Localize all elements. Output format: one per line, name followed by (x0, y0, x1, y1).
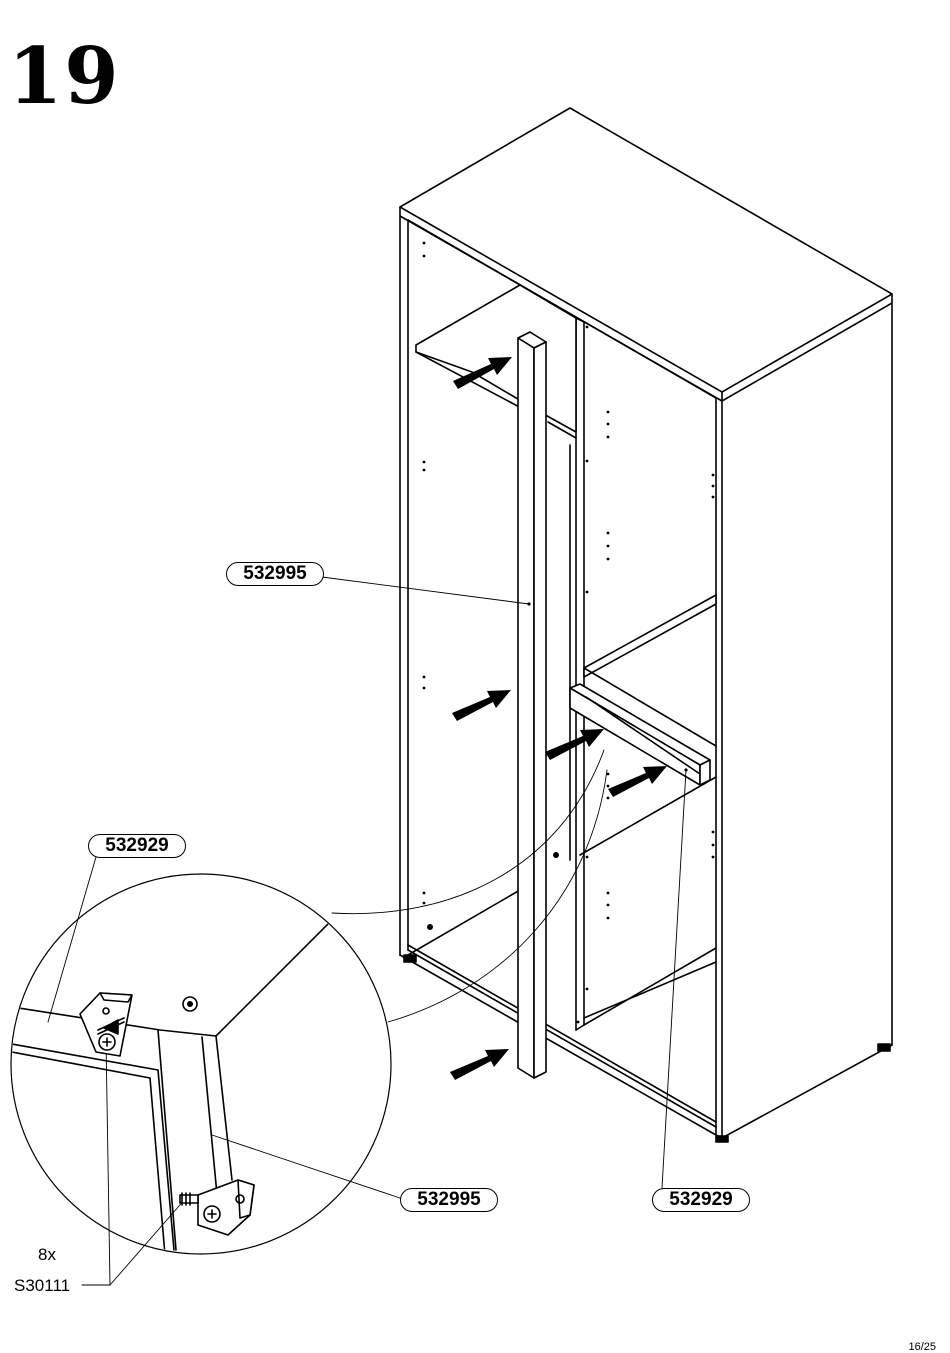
part-label-upright-detail: 532995 (400, 1188, 498, 1212)
part-label-hinge-detail: 532929 (652, 1188, 750, 1212)
bracket-icon (80, 993, 132, 1056)
arrow-icon (608, 766, 667, 797)
leader-lines (48, 577, 686, 1285)
arrow-icon (452, 690, 511, 721)
detail-zoom-circle (11, 874, 391, 1255)
arrow-icon (545, 729, 604, 760)
upright-532995 (518, 332, 546, 1078)
fastener-quantity: 8x (38, 1245, 56, 1265)
wardrobe-carcass (400, 108, 892, 1142)
middle-divider (570, 318, 716, 1030)
page-number: 16/25 (908, 1341, 936, 1353)
part-label-hinge: 532929 (88, 834, 186, 858)
fastener-code: S30111 (14, 1276, 70, 1296)
arrow-icon (450, 1049, 509, 1080)
bracket-icon (180, 1180, 254, 1235)
part-label-upright: 532995 (226, 562, 324, 586)
